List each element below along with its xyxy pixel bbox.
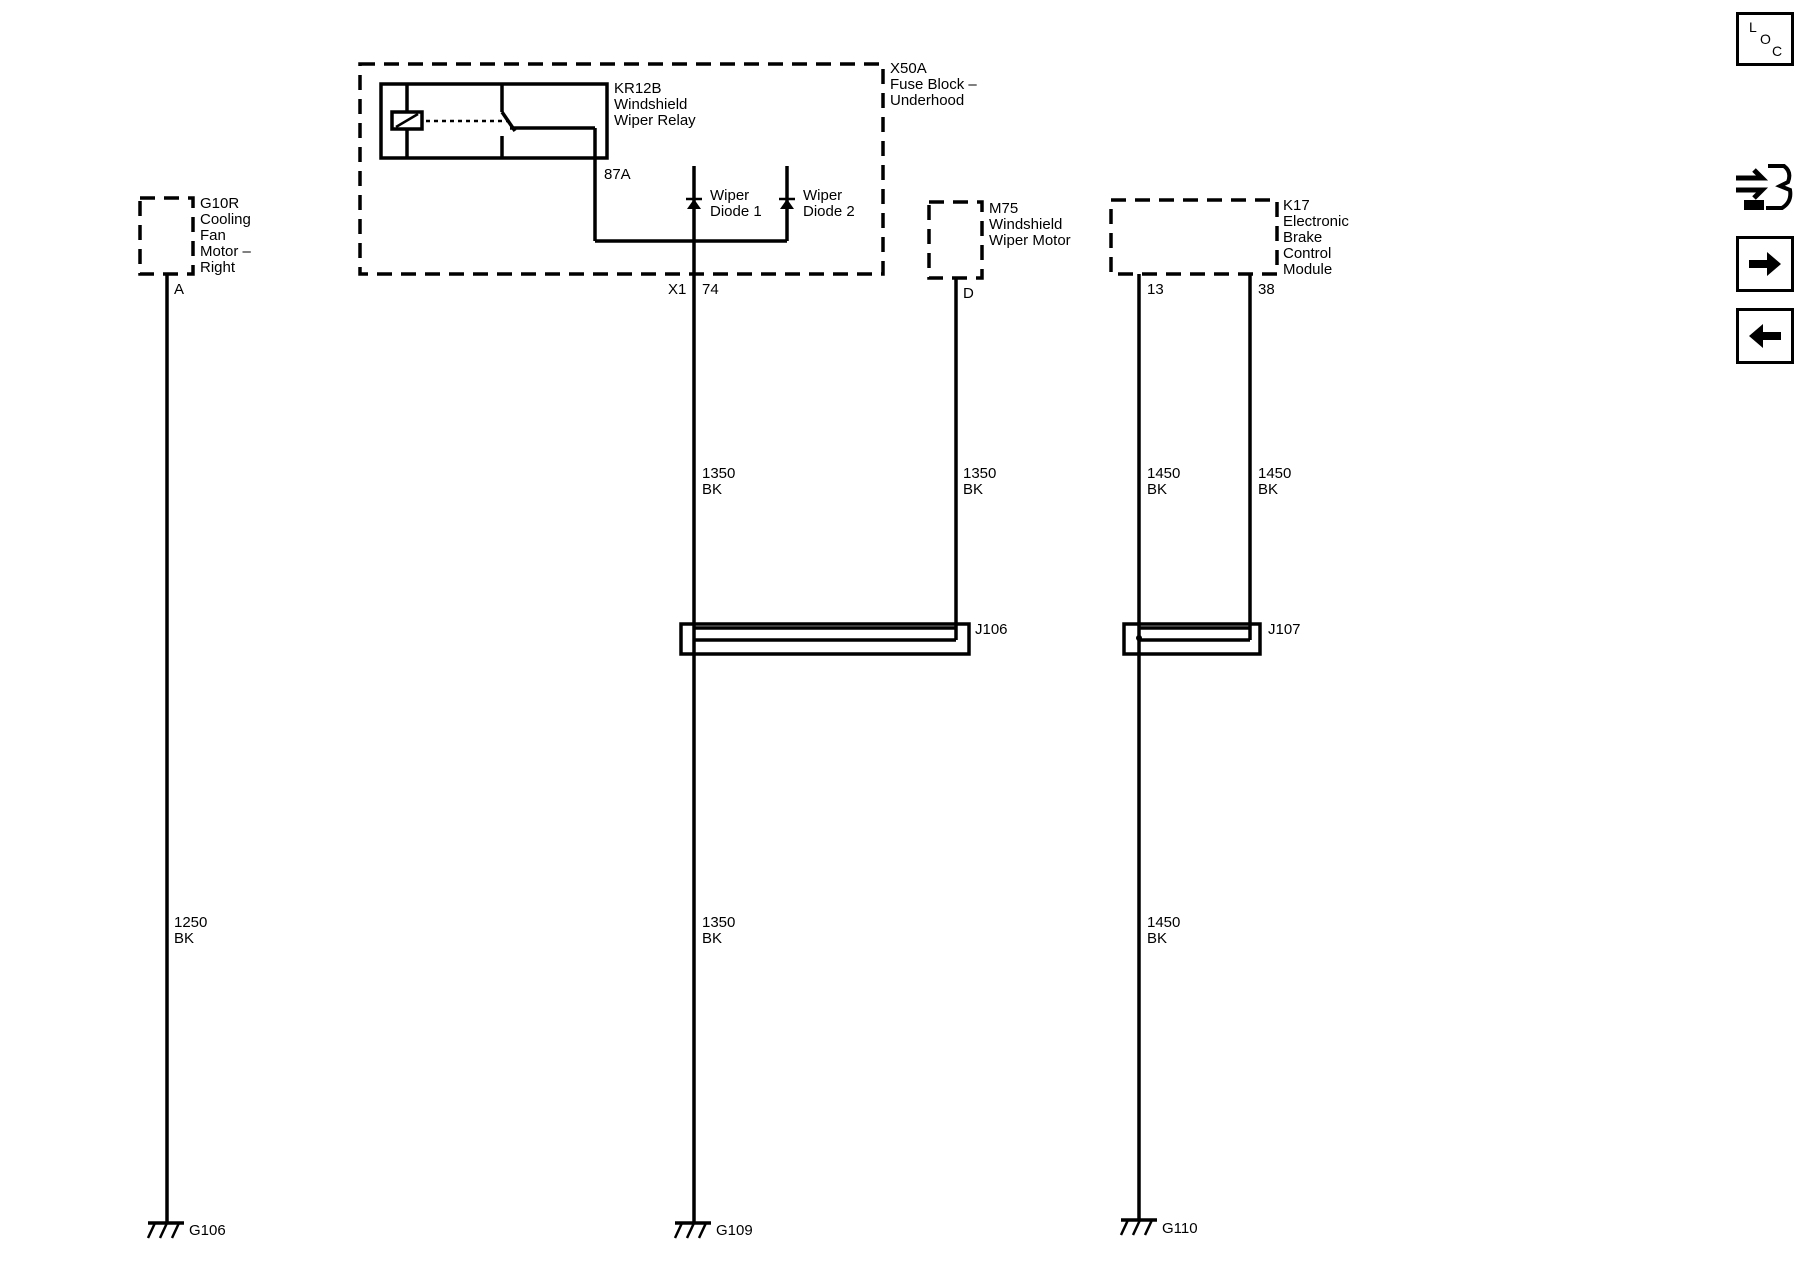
ground-g106-symbol [146, 1221, 184, 1239]
wire-m75-color: BK [963, 481, 983, 498]
connector-button[interactable] [1732, 160, 1796, 216]
splice-j107-node [1136, 635, 1142, 641]
ground-g110-label: G110 [1162, 1220, 1198, 1237]
g10r-label-line3: Fan [200, 227, 226, 244]
k17-pin-13: 13 [1147, 281, 1164, 298]
fuse-block-pin: 74 [702, 281, 719, 298]
k17-label-line3: Brake [1283, 229, 1322, 246]
arrow-right-icon [1749, 252, 1781, 276]
locator-icon-o: O [1760, 31, 1771, 47]
m75-pin: D [963, 285, 974, 302]
relay-coil-slash [395, 112, 419, 129]
wire-k17-13-color: BK [1147, 481, 1167, 498]
ground-g109-symbol [673, 1221, 711, 1239]
diode1-label-line1: Wiper [710, 187, 749, 204]
g10r-outline [138, 196, 195, 276]
locator-button[interactable]: L O C [1736, 12, 1794, 66]
k17-label-line4: Control [1283, 245, 1331, 262]
diode2-symbol [780, 199, 794, 209]
wire-m75-circuit: 1350 [963, 465, 996, 482]
k17-label-line5: Module [1283, 261, 1332, 278]
locator-icon-l: L [1749, 19, 1757, 35]
fuse-block-id: X50A [890, 60, 927, 77]
wire-x50a-lower-circuit: 1350 [702, 914, 735, 931]
wire-k17-lower-circuit: 1450 [1147, 914, 1180, 931]
wire-k17-13-circuit: 1450 [1147, 465, 1180, 482]
wire-1250-circuit: 1250 [174, 914, 207, 931]
m75-label-line1: M75 [989, 200, 1018, 217]
diode2-label-line1: Wiper [803, 187, 842, 204]
m75-label-line2: Windshield [989, 216, 1062, 233]
wire-x50a-upper-circuit: 1350 [702, 465, 735, 482]
ground-g106-label: G106 [189, 1222, 226, 1239]
k17-pin-38: 38 [1258, 281, 1275, 298]
relay-outline [379, 82, 609, 160]
previous-button[interactable] [1736, 308, 1794, 364]
ground-g109-label: G109 [716, 1222, 753, 1239]
wire-k17-38-circuit: 1450 [1258, 465, 1291, 482]
relay-pin-87a: 87A [604, 166, 631, 183]
g10r-pin: A [174, 281, 184, 298]
diode2-label-line2: Diode 2 [803, 203, 855, 220]
k17-label-line2: Electronic [1283, 213, 1349, 230]
splice-j106-label: J106 [975, 621, 1008, 638]
locator-icon-c: C [1772, 43, 1783, 59]
m75-outline [927, 200, 984, 280]
wire-k17-38-color: BK [1258, 481, 1278, 498]
splice-j107-outline [1122, 622, 1262, 656]
k17-label-line1: K17 [1283, 197, 1310, 214]
splice-j106-outline [679, 622, 971, 656]
g10r-label-line1: G10R [200, 195, 239, 212]
g10r-label-line5: Right [200, 259, 236, 276]
fuse-block-connector: X1 [668, 281, 686, 298]
wire-x50a-lower-color: BK [702, 930, 722, 947]
relay-name-line1: Windshield [614, 96, 687, 113]
next-button[interactable] [1736, 236, 1794, 292]
fuse-block-outline [358, 62, 885, 276]
splice-j107-label: J107 [1268, 621, 1301, 638]
diode1-symbol [687, 199, 701, 209]
wire-1250-color: BK [174, 930, 194, 947]
relay-name-line2: Wiper Relay [614, 112, 696, 129]
m75-label-line3: Wiper Motor [989, 232, 1071, 249]
relay-id: KR12B [614, 80, 662, 97]
wire-k17-lower-color: BK [1147, 930, 1167, 947]
diode1-label-line2: Diode 1 [710, 203, 762, 220]
g10r-label-line4: Motor – [200, 243, 252, 260]
fuse-block-name-line2: Underhood [890, 92, 964, 109]
ground-g110-symbol [1119, 1218, 1157, 1236]
k17-outline [1109, 198, 1279, 276]
g10r-label-line2: Cooling [200, 211, 251, 228]
arrow-left-icon [1749, 324, 1781, 348]
fuse-block-name-line1: Fuse Block – [890, 76, 977, 93]
wire-x50a-upper-color: BK [702, 481, 722, 498]
connector-icon [1736, 164, 1793, 210]
